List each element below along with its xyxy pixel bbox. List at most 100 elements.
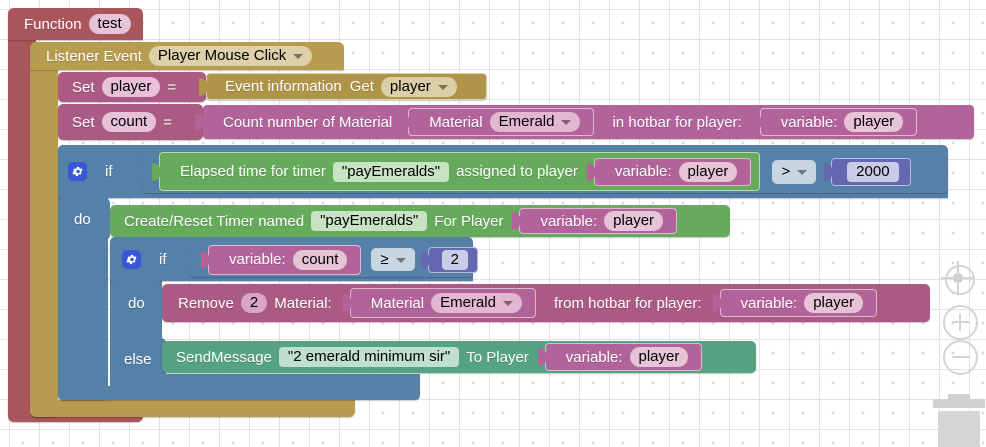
chevron-down-icon[interactable] bbox=[502, 301, 513, 306]
remove-material-block[interactable]: Remove 2 Material: Material Emerald from… bbox=[162, 284, 930, 322]
set-player-label: Set bbox=[72, 78, 95, 96]
count-material-block[interactable]: Count number of Material Material Emeral… bbox=[195, 105, 974, 139]
value-input-tab bbox=[420, 250, 430, 269]
create-timer-name-field[interactable]: "payEmeralds" bbox=[311, 211, 428, 231]
trash-lid bbox=[933, 399, 985, 408]
zoom-in-button[interactable] bbox=[943, 305, 978, 340]
get-field[interactable]: player bbox=[380, 76, 457, 97]
create-reset-timer-label: Create/Reset Timer named bbox=[124, 212, 305, 230]
variable-label: variable: bbox=[614, 163, 672, 180]
chevron-down-icon[interactable] bbox=[293, 54, 304, 59]
inner-if-do-label-row: do bbox=[110, 281, 162, 325]
inner-if-label: if bbox=[159, 250, 167, 268]
function-block-header[interactable]: Function test bbox=[8, 8, 143, 40]
chevron-down-icon[interactable] bbox=[437, 84, 448, 90]
set-count-variable-field[interactable]: count bbox=[101, 112, 157, 132]
for-player-label: For Player bbox=[434, 212, 504, 230]
variable-player-field[interactable]: player bbox=[844, 112, 904, 132]
variable-player-field[interactable]: player bbox=[804, 293, 864, 313]
timer-name-field[interactable]: "payEmeralds" bbox=[332, 161, 450, 182]
number-block-2[interactable]: 2 bbox=[420, 246, 478, 273]
zoom-to-center-button[interactable] bbox=[941, 261, 975, 295]
material-emerald-block-2[interactable]: Material Emerald bbox=[342, 288, 536, 318]
outer-if-footer[interactable] bbox=[58, 386, 420, 400]
function-name-field[interactable]: test bbox=[88, 14, 131, 34]
listener-event-field[interactable]: Player Mouse Click bbox=[148, 46, 313, 66]
material-field[interactable]: Emerald bbox=[489, 112, 581, 132]
listener-event-footer[interactable] bbox=[30, 400, 355, 417]
comparison-operator-field[interactable]: > bbox=[772, 159, 817, 184]
value-input-tab bbox=[824, 162, 834, 181]
event-information-label: Event information bbox=[225, 78, 342, 95]
variable-count-block[interactable]: variable: count bbox=[201, 244, 362, 275]
material-field-value: Emerald bbox=[440, 294, 496, 311]
variable-player-field[interactable]: player bbox=[678, 161, 738, 182]
value-input-tab bbox=[537, 348, 547, 366]
trash-can-button[interactable] bbox=[929, 394, 986, 447]
variable-player-field[interactable]: player bbox=[604, 211, 664, 231]
inner-if-else-label-row: else bbox=[110, 338, 166, 380]
number-block-2000[interactable]: 2000 bbox=[824, 157, 911, 186]
value-input-tab bbox=[512, 212, 522, 230]
inner-if-do-label: do bbox=[128, 294, 145, 312]
material-label: Material bbox=[370, 294, 425, 312]
event-information-get-block[interactable]: Event information Get player bbox=[199, 73, 487, 100]
function-label: Function bbox=[24, 15, 82, 33]
remove-material-label: Material: bbox=[274, 294, 332, 312]
set-count-equals: = bbox=[163, 113, 172, 131]
variable-player-field[interactable]: player bbox=[629, 347, 689, 367]
outer-if-do-label: do bbox=[74, 210, 91, 228]
variable-player-block-2[interactable]: variable: player bbox=[586, 157, 752, 186]
comparison-operator-value: > bbox=[781, 162, 791, 180]
material-emerald-block[interactable]: Material Emerald bbox=[401, 108, 595, 136]
listener-event-value: Player Mouse Click bbox=[157, 47, 287, 64]
value-input-tab bbox=[752, 113, 762, 131]
listener-event-header[interactable]: Listener Event Player Mouse Click bbox=[30, 42, 344, 70]
set-count-block[interactable]: Set count = bbox=[58, 104, 203, 140]
trash-handle bbox=[948, 394, 970, 400]
variable-player-block-5[interactable]: variable: player bbox=[537, 343, 703, 371]
outer-if-label: if bbox=[105, 163, 113, 180]
set-player-variable-field[interactable]: player bbox=[101, 77, 161, 97]
to-player-label: To Player bbox=[466, 348, 529, 366]
number-field[interactable]: 2 bbox=[441, 249, 468, 270]
message-text-field[interactable]: "2 emerald minimum sir" bbox=[278, 347, 460, 367]
variable-player-block-4[interactable]: variable: player bbox=[712, 289, 878, 317]
variable-player-block-3[interactable]: variable: player bbox=[512, 208, 678, 234]
remove-amount-field[interactable]: 2 bbox=[240, 293, 268, 313]
value-input-tab bbox=[199, 77, 208, 96]
inner-comparison-operator-field[interactable]: ≥ bbox=[371, 248, 415, 271]
inner-if-condition-block[interactable]: variable: count ≥ 2 bbox=[182, 242, 478, 277]
value-input-tab bbox=[586, 162, 596, 181]
mutator-gear-icon[interactable] bbox=[122, 249, 141, 269]
count-material-label: Count number of Material bbox=[223, 113, 393, 131]
listener-event-block[interactable] bbox=[30, 42, 58, 417]
set-player-block[interactable]: Set player = bbox=[58, 72, 206, 102]
get-label: Get bbox=[349, 78, 374, 95]
create-reset-timer-block[interactable]: Create/Reset Timer named "payEmeralds" F… bbox=[110, 205, 730, 237]
set-count-label: Set bbox=[72, 113, 95, 131]
chevron-down-icon[interactable] bbox=[395, 257, 406, 263]
in-hotbar-label: in hotbar for player: bbox=[612, 113, 742, 131]
elapsed-time-timer-block[interactable]: Elapsed time for timer "payEmeralds" ass… bbox=[152, 152, 761, 191]
value-input-tab bbox=[152, 162, 161, 181]
material-field-value: Emerald bbox=[498, 113, 555, 130]
get-field-value: player bbox=[389, 77, 431, 95]
variable-player-block-1[interactable]: variable: player bbox=[752, 108, 918, 136]
zoom-out-button[interactable] bbox=[943, 340, 978, 375]
mutator-gear-icon[interactable] bbox=[68, 162, 87, 181]
trash-body bbox=[938, 411, 980, 447]
number-field[interactable]: 2000 bbox=[847, 161, 899, 182]
variable-count-field[interactable]: count bbox=[292, 249, 348, 270]
send-message-block[interactable]: SendMessage "2 emerald minimum sir" To P… bbox=[162, 341, 756, 373]
chevron-down-icon[interactable] bbox=[797, 169, 808, 175]
chevron-down-icon[interactable] bbox=[561, 120, 572, 125]
variable-label: variable: bbox=[565, 348, 623, 366]
variable-label: variable: bbox=[540, 212, 598, 230]
material-field[interactable]: Emerald bbox=[431, 293, 522, 313]
remove-label: Remove bbox=[178, 294, 234, 312]
outer-if-condition-block[interactable]: Elapsed time for timer "payEmeralds" ass… bbox=[135, 150, 948, 193]
variable-label: variable: bbox=[229, 251, 286, 268]
variable-label: variable: bbox=[780, 113, 838, 131]
